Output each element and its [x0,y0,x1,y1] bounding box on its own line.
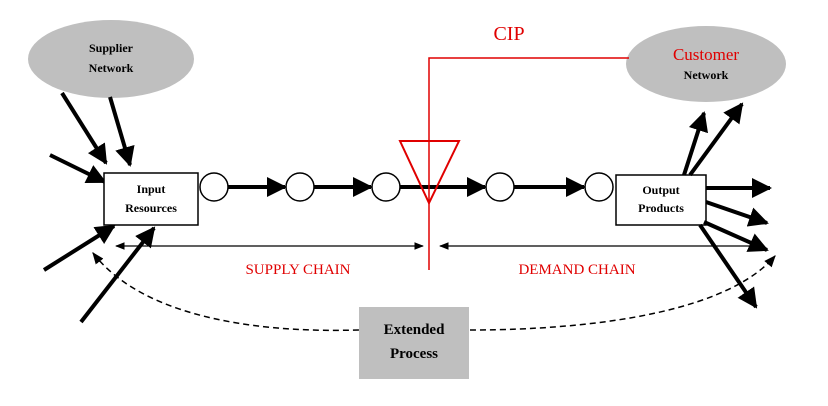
extended-process-box: Extended Process [359,307,469,379]
input-resources-box: Input Resources [103,172,199,226]
supplier-arrow-1 [60,91,108,165]
extended-process-rect [359,307,469,379]
cip-triangle [398,140,461,206]
supplier-network-node: Supplier Network [28,20,194,98]
customer-network-ellipse [626,26,786,102]
demand-chain-label: DEMAND CHAIN [518,262,635,278]
input-label-line1: Input [137,182,166,196]
output-label-line2: Products [638,201,684,215]
supplier-label-line1: Supplier [89,41,134,55]
supply-chain-label: SUPPLY CHAIN [245,262,350,278]
output-arrow-4 [705,200,769,227]
extended-label-line1: Extended [384,322,446,338]
input-label-line2: Resources [125,201,177,215]
output-label-line1: Output [642,183,679,197]
input-resources-rect [103,172,199,226]
cip-indicator: CIP [398,23,629,270]
supplier-label-line2: Network [89,61,134,75]
process-node-4 [485,172,515,202]
customer-label-line2: Network [684,68,729,82]
supplier-arrow-2 [108,96,135,167]
extended-process-arc [93,253,775,332]
supplier-network-ellipse [28,20,194,98]
customer-label-line1: Customer [673,45,739,64]
process-node-3 [371,172,401,202]
extended-label-line2: Process [390,346,438,362]
process-node-2 [285,172,315,202]
input-arrow-3 [49,153,107,184]
output-products-box: Output Products [615,174,707,226]
output-arrow-1 [682,111,708,176]
customer-network-node: Customer Network [626,26,786,102]
process-chain [199,172,614,202]
process-node-1 [199,172,229,202]
cip-connector-line [428,57,629,140]
output-products-rect [615,174,707,226]
output-arrow-2 [688,102,744,177]
output-arrow-6 [698,223,758,309]
process-node-5 [584,172,614,202]
input-arrow-4 [42,224,116,272]
supplier-input-arrows [42,91,156,324]
cip-label: CIP [493,23,524,45]
